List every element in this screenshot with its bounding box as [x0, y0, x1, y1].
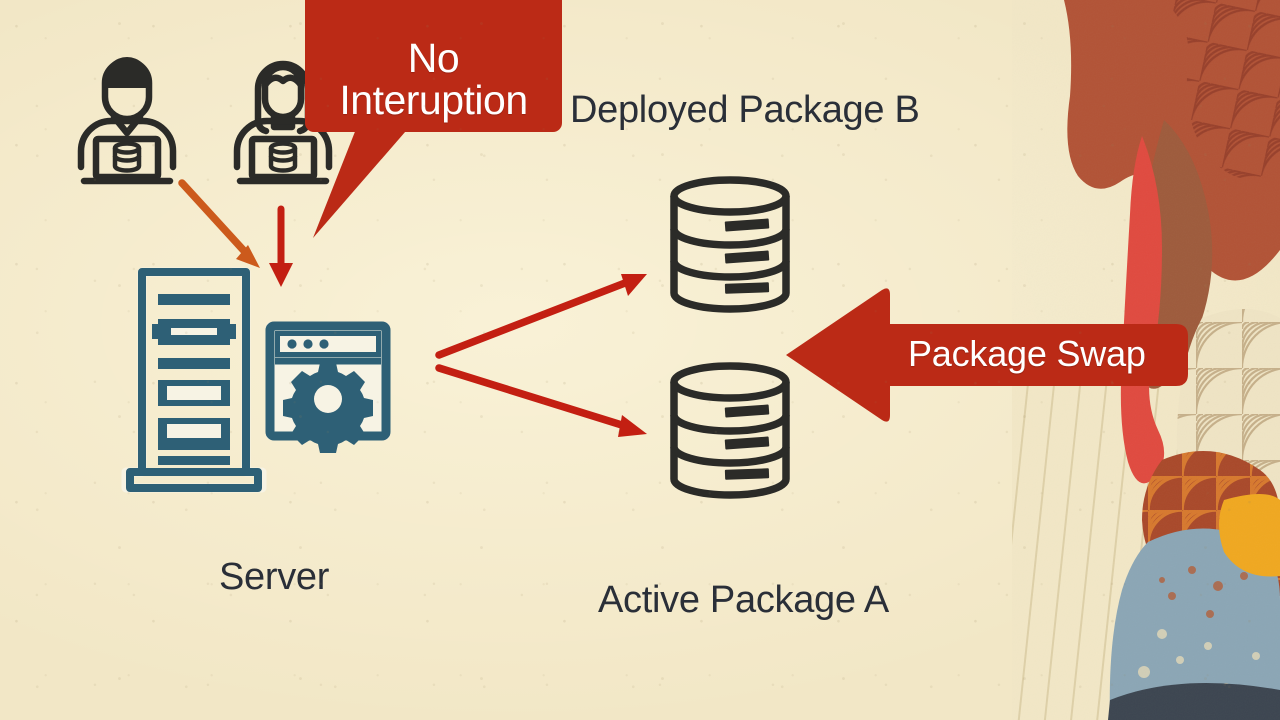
arrow-server-to-deployed-package [435, 274, 647, 359]
database-cylinder-icon [659, 362, 801, 499]
arrows-server-to-packages [425, 245, 675, 460]
speech-bubble: No Interuption [305, 0, 562, 132]
speech-bubble-line-1: No [407, 35, 460, 82]
server-rack-and-browser-gear-icon [121, 266, 394, 500]
person-at-laptop-icon [68, 55, 186, 191]
speech-bubble-tail [300, 124, 420, 242]
speech-bubble-line-2: Interuption [339, 77, 528, 124]
package-swap-label: Package Swap [908, 333, 1146, 374]
arrow-server-to-active-package [435, 364, 647, 437]
deployed-package-b-label: Deployed Package B [570, 89, 920, 131]
database-cylinder-icon [659, 176, 801, 313]
arrow-male-to-server [178, 179, 260, 268]
active-package-a-label: Active Package A [598, 579, 889, 621]
server-label: Server [219, 556, 330, 598]
